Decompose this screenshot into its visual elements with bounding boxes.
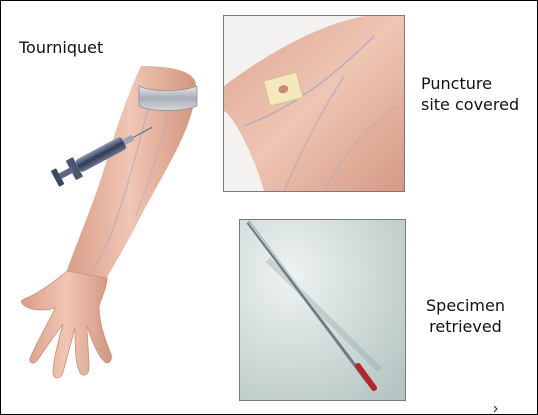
specimen-label-line2: retrieved bbox=[429, 317, 502, 336]
hand-shape bbox=[21, 271, 111, 378]
puncture-site-label: Puncture site covered bbox=[421, 73, 519, 115]
elbow-shape bbox=[224, 16, 404, 191]
puncture-label-line2: site covered bbox=[421, 95, 519, 114]
specimen-label-line1: Specimen bbox=[426, 296, 505, 315]
puncture-label-line1: Puncture bbox=[421, 74, 492, 93]
corner-mark bbox=[493, 405, 499, 413]
specimen-panel bbox=[239, 219, 406, 401]
specimen-label: Specimen retrieved bbox=[426, 295, 505, 337]
puncture-site-panel bbox=[223, 15, 405, 192]
arm-illustration bbox=[1, 56, 216, 415]
tourniquet-label: Tourniquet bbox=[19, 37, 103, 58]
